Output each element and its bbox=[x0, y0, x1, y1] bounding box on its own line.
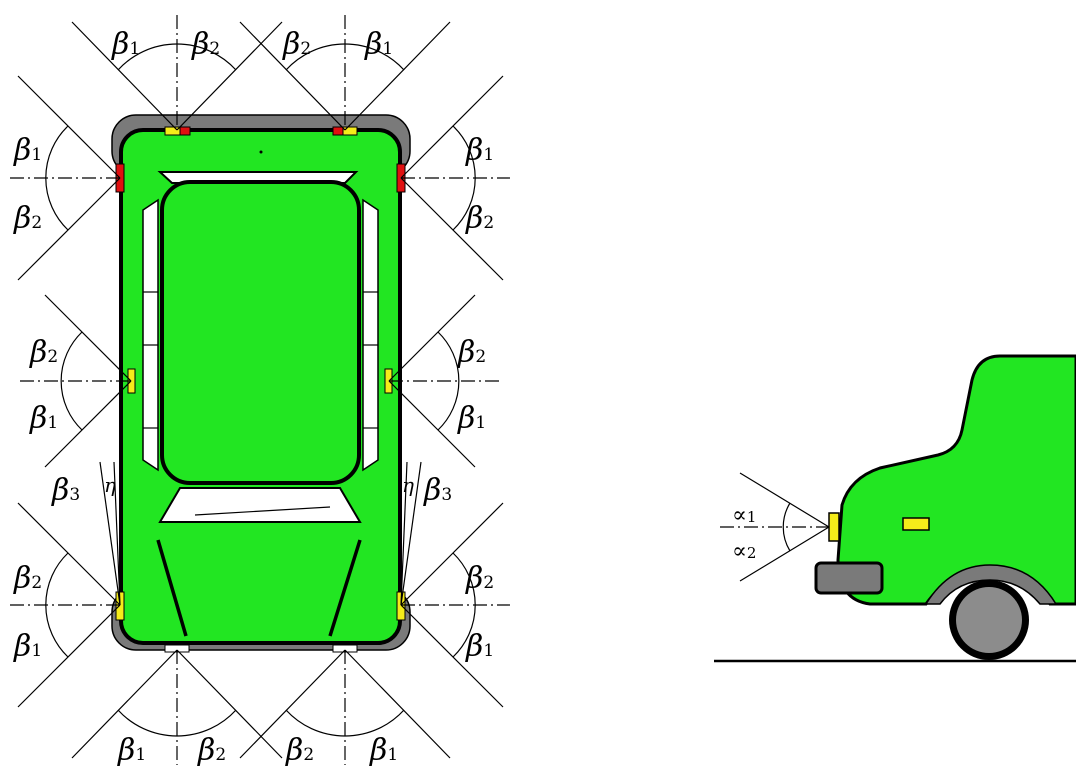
label-alpha1: ∝1 bbox=[732, 503, 756, 528]
label-eta-left: η bbox=[104, 473, 116, 497]
trunk-line-left bbox=[156, 539, 188, 637]
label-beta2-top-right: β2 bbox=[282, 27, 311, 62]
label-beta1-bottom-right: β1 bbox=[369, 733, 398, 768]
wheel-arch bbox=[924, 564, 1058, 605]
label-beta2-top-left: β2 bbox=[191, 27, 220, 62]
angle-construction-lines bbox=[10, 15, 510, 765]
roof bbox=[160, 180, 361, 485]
top-view-car bbox=[111, 114, 411, 653]
side-view-car: ∝1 ∝2 bbox=[714, 354, 1076, 663]
label-beta3-left: β3 bbox=[51, 473, 80, 508]
trunk-line-right bbox=[328, 539, 362, 637]
label-beta2-left-middle: β2 bbox=[29, 335, 58, 370]
label-beta2-bottom-right: β2 bbox=[285, 733, 314, 768]
label-beta2-left-rear: β2 bbox=[13, 561, 42, 596]
label-beta1-right-rear: β1 bbox=[465, 629, 494, 664]
angle-labels: β1 β2 β2 β1 β1 β2 β1 β2 β2 β1 β2 β1 β3 η… bbox=[13, 27, 494, 768]
label-beta1-top-left: β1 bbox=[111, 27, 140, 62]
side-front-bumper bbox=[814, 561, 884, 595]
label-beta2-left-front: β2 bbox=[13, 201, 42, 236]
side-marker-lamp bbox=[902, 517, 930, 531]
label-beta2-bottom-left: β2 bbox=[197, 733, 226, 768]
rear-window bbox=[158, 487, 362, 523]
right-side-window bbox=[362, 198, 379, 472]
headlamp bbox=[828, 512, 840, 542]
label-eta-right: η bbox=[402, 473, 414, 497]
label-beta1-left-middle: β1 bbox=[29, 401, 58, 436]
label-beta3-right: β3 bbox=[423, 473, 452, 508]
label-alpha2: ∝2 bbox=[732, 539, 756, 564]
label-beta1-bottom-left: β1 bbox=[117, 733, 146, 768]
label-beta2-right-middle: β2 bbox=[457, 335, 486, 370]
label-beta1-right-middle: β1 bbox=[457, 401, 486, 436]
label-beta1-left-front: β1 bbox=[13, 133, 42, 168]
left-side-window bbox=[142, 198, 159, 472]
label-beta2-right-front: β2 bbox=[465, 201, 494, 236]
label-beta1-right-front: β1 bbox=[465, 133, 494, 168]
label-beta1-left-rear: β1 bbox=[13, 629, 42, 664]
label-beta1-top-right: β1 bbox=[364, 27, 393, 62]
label-beta2-right-rear: β2 bbox=[465, 561, 494, 596]
